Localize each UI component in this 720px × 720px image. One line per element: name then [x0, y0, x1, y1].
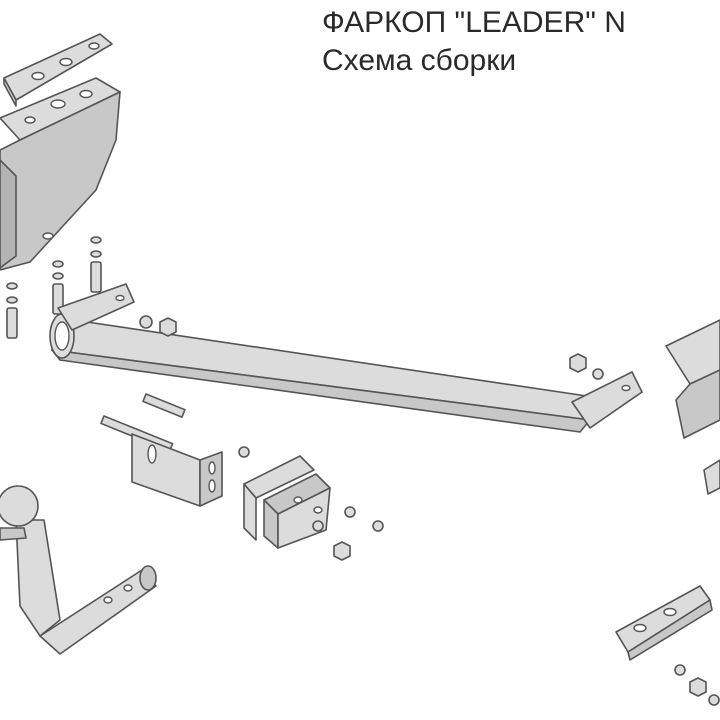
left-nut-washer — [139, 315, 177, 337]
bracket-slot — [147, 444, 157, 464]
diagram-subtitle: Схема сборки — [322, 44, 517, 77]
center-fasteners — [238, 446, 384, 561]
main-cross-tube — [49, 313, 601, 433]
bracket-hole — [633, 623, 647, 633]
flange-hole — [313, 506, 323, 514]
tow-ball-neck — [0, 485, 157, 655]
nut — [333, 541, 351, 561]
washer — [52, 272, 64, 280]
left-side-bracket — [0, 77, 121, 271]
bracket-slot — [208, 479, 216, 493]
bracket-hole — [663, 607, 677, 617]
bolt — [6, 307, 18, 339]
bracket-slot — [208, 461, 216, 475]
washer — [344, 506, 356, 518]
bracket-hole — [79, 89, 93, 99]
washer — [238, 446, 250, 458]
neck-hole — [103, 596, 113, 604]
right-side-bracket — [615, 319, 720, 661]
washer — [708, 694, 720, 706]
bracket-hole — [24, 116, 36, 124]
washer — [6, 296, 18, 304]
nut — [569, 353, 587, 373]
tow-ball — [0, 485, 39, 527]
washer — [312, 520, 324, 532]
mounting-plate-strip — [3, 33, 113, 107]
tube-left-end-plate — [57, 283, 135, 331]
plate-hole — [621, 384, 631, 392]
washer — [139, 315, 153, 329]
washer — [372, 520, 384, 532]
bracket-hole — [42, 232, 54, 240]
bracket-hole — [50, 99, 66, 109]
title-block: ФАРКОП "LEADER" N Схема сборки — [322, 4, 720, 80]
plate-hole — [115, 294, 125, 302]
plate-hole — [88, 42, 100, 50]
washer — [90, 250, 102, 258]
plate-hole — [31, 71, 45, 81]
right-nut-washer — [569, 353, 720, 706]
center-mounting-flange — [243, 455, 331, 549]
washer — [52, 260, 64, 268]
neck-hole — [123, 584, 133, 592]
washer — [90, 236, 102, 244]
nut — [159, 317, 177, 337]
flange-hole — [293, 496, 303, 504]
washer — [6, 282, 18, 290]
diagram-title: ФАРКОП "LEADER" N — [322, 6, 626, 39]
bolt — [90, 261, 102, 293]
nut — [689, 677, 707, 697]
washer — [674, 664, 686, 676]
tube-end-opening — [54, 321, 70, 351]
neck-end — [139, 565, 157, 591]
plate-hole — [59, 57, 73, 67]
left-fasteners — [6, 236, 102, 339]
washer — [592, 368, 604, 380]
socket-bracket — [131, 433, 223, 507]
tube-right-end-plate — [571, 371, 643, 429]
bolt — [142, 393, 186, 418]
